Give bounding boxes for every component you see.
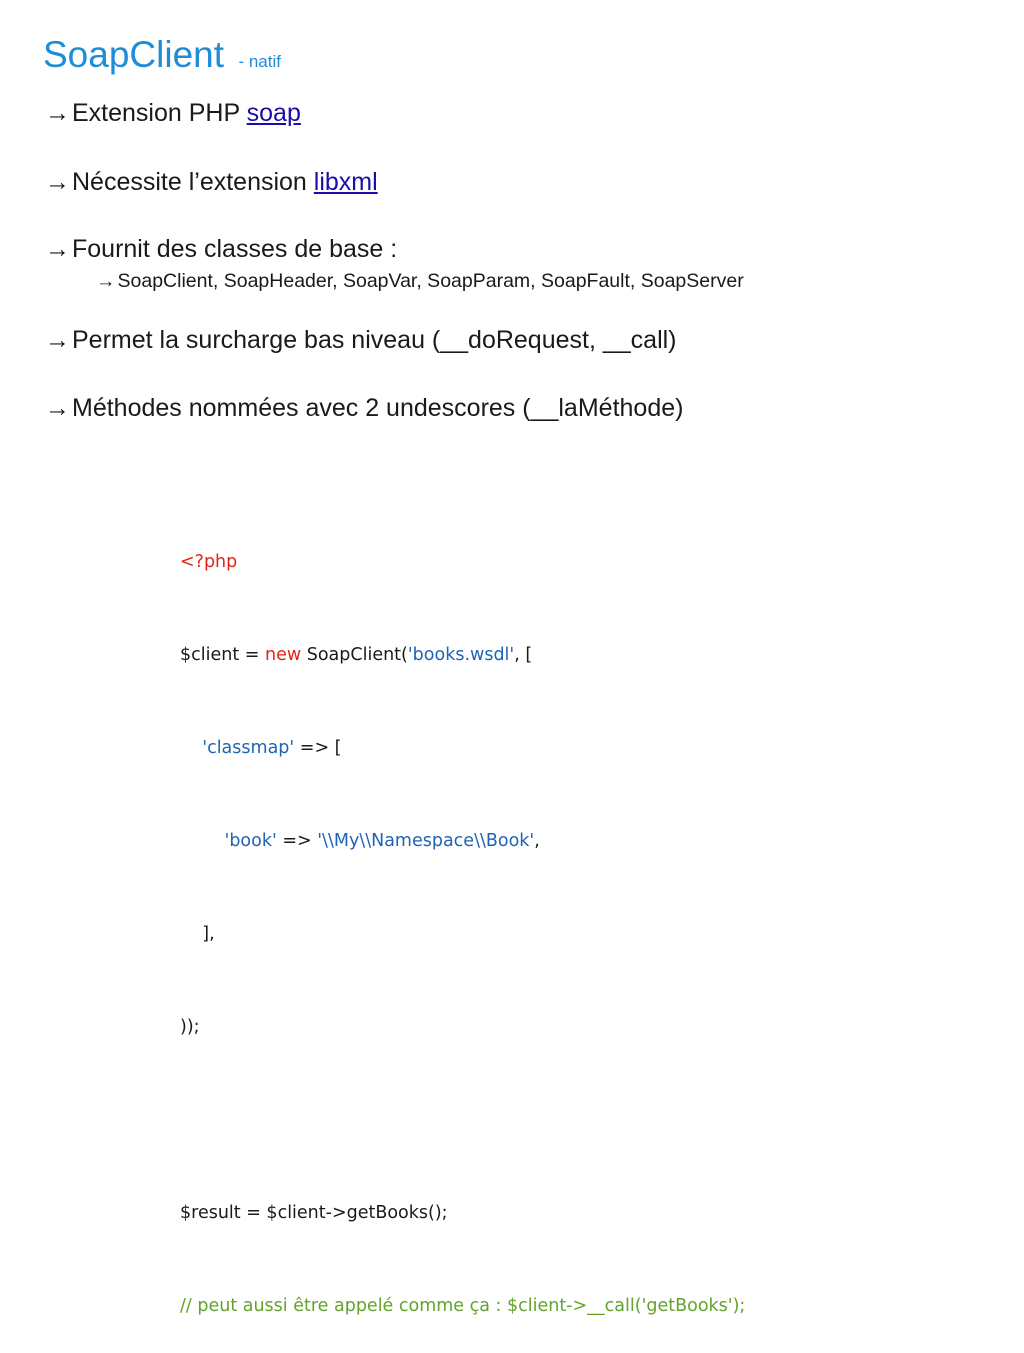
arrow-icon: → [45,235,70,263]
bullet-text: Fournit des classes de base : [72,235,398,263]
title-subtitle: - natif [238,52,281,71]
bullet-libxml: →Nécessite l’extension libxml [45,168,378,197]
code-token: SoapClient( [301,645,408,665]
bullet-named-methods: →Méthodes nommées avec 2 undescores (__l… [45,394,683,423]
code-token: , [534,831,540,851]
bullet-extension-php: →Extension PHP soap [45,99,301,128]
bullet-text: Extension PHP [72,99,247,127]
code-comment: // peut aussi être appelé comme ça : $cl… [180,1296,746,1316]
code-php-tag: <?php [180,552,238,572]
bullet-base-classes: →Fournit des classes de base : [45,235,397,264]
code-string: 'book' [224,831,277,851]
code-indent [180,831,225,851]
code-string: 'classmap' [202,738,295,758]
bullet-text: Permet la surcharge bas niveau (__doRequ… [72,326,677,354]
link-soap[interactable]: soap [246,99,301,127]
code-indent [180,738,202,758]
bullet-low-level-override: →Permet la surcharge bas niveau (__doReq… [45,326,677,355]
title-main: SoapClient [43,34,225,75]
code-line: <?php [180,547,745,578]
slide-title: SoapClient - natif [43,34,281,76]
bullet-text: SoapClient, SoapHeader, SoapVar, SoapPar… [117,270,744,292]
arrow-icon: → [45,326,70,354]
code-token: => [276,831,318,851]
code-line: $result = $client->getBooks(); [180,1198,745,1229]
code-block: <?php $client = new SoapClient('books.ws… [180,485,745,1353]
code-line: )); [180,1012,745,1043]
code-keyword: new [265,645,302,665]
code-token: )); [180,1017,200,1037]
arrow-icon: → [45,168,70,196]
code-token: $client = [180,645,265,665]
code-token: ], [180,924,215,944]
code-line: ], [180,919,745,950]
code-line: 'classmap' => [ [180,733,745,764]
arrow-icon: → [96,270,116,292]
bullet-text: Méthodes nommées avec 2 undescores (__la… [72,394,684,422]
link-libxml[interactable]: libxml [313,168,378,196]
code-token: $result = $client->getBooks(); [180,1203,448,1223]
code-line: 'book' => '\\My\\Namespace\\Book', [180,826,745,857]
bullet-text: Nécessite l’extension [72,168,314,196]
arrow-icon: → [45,394,70,422]
code-line-empty [180,1105,745,1136]
code-string: 'books.wsdl' [407,645,515,665]
code-line: // peut aussi être appelé comme ça : $cl… [180,1291,745,1322]
code-line: $client = new SoapClient('books.wsdl', [ [180,640,745,671]
code-token: , [ [514,645,533,665]
code-string: '\\My\\Namespace\\Book' [317,831,535,851]
arrow-icon: → [45,99,70,127]
code-token: => [ [294,738,342,758]
sub-bullet-class-list: →SoapClient, SoapHeader, SoapVar, SoapPa… [96,270,744,293]
